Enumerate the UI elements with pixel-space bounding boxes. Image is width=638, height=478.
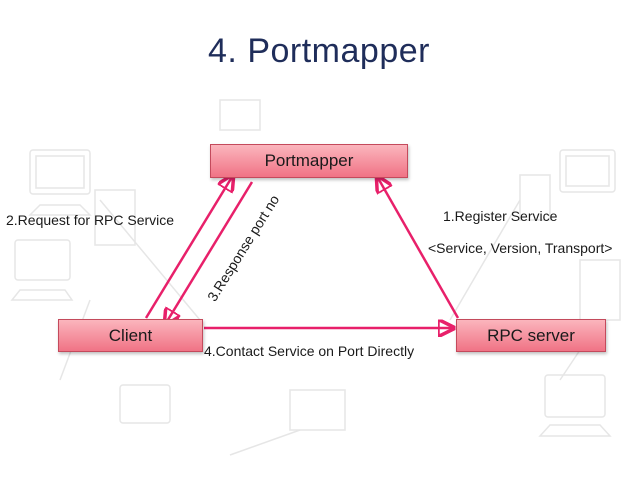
- node-rpc-server: RPC server: [456, 319, 606, 352]
- node-client: Client: [58, 319, 203, 352]
- slide-title: 4. Portmapper: [208, 32, 430, 70]
- label-register-detail: <Service, Version, Transport>: [428, 240, 613, 256]
- arrow-response: [166, 181, 254, 323]
- arrow-request: [144, 177, 232, 319]
- arrow-register: [378, 178, 460, 319]
- label-contact: 4.Contact Service on Port Directly: [204, 343, 415, 359]
- node-portmapper: Portmapper: [210, 144, 408, 178]
- label-request: 2.Request for RPC Service: [6, 212, 175, 228]
- label-register: 1.Register Service: [443, 208, 558, 224]
